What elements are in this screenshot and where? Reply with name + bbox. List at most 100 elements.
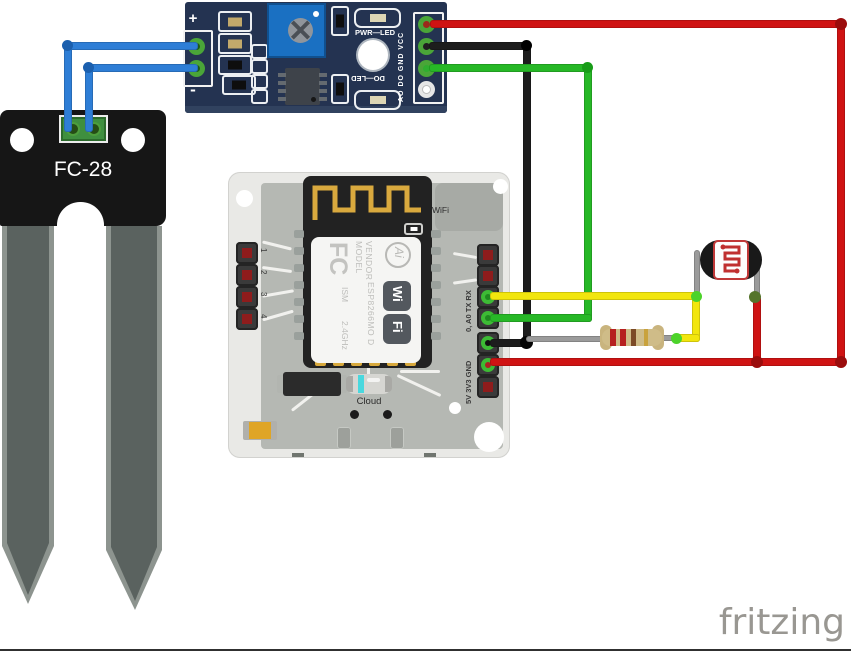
probe-label: FC-28 [53, 158, 113, 181]
ldr-lead-right[interactable] [754, 250, 760, 298]
do-led [354, 90, 401, 110]
wire-junction [671, 333, 682, 344]
wire-blue-minus-v[interactable] [85, 64, 93, 132]
pwr-led-label: PWR—LED [355, 28, 395, 37]
esp-pin-1[interactable] [236, 242, 258, 264]
wire-green-top[interactable] [429, 64, 592, 72]
do-led-label: DO—LED [351, 74, 385, 83]
fritzing-watermark: fritzing [718, 602, 845, 643]
pin-label-1: 1 [259, 248, 268, 253]
esp8266-dev-board[interactable]: FC MODEL VENDOR ISM 2.4GHz ESP8266MO D A… [228, 172, 510, 458]
pin-label-2: 2 [259, 270, 268, 275]
cloud-label: Cloud [356, 396, 382, 407]
smd-pad [251, 89, 268, 104]
antenna-trace-icon [312, 185, 421, 220]
via-dot [350, 410, 359, 419]
smd-pad [251, 44, 268, 59]
esp-pin-2[interactable] [236, 264, 258, 286]
wire-bend [62, 40, 73, 51]
wire-red-right[interactable] [837, 20, 845, 366]
smd-component [331, 74, 349, 104]
minus-label: - [190, 80, 196, 99]
wire-bend [521, 40, 532, 51]
smd-pad [251, 74, 268, 89]
wire-bend [835, 356, 847, 368]
pwr-led [354, 8, 401, 28]
fc28-probe-head[interactable]: FC-28 [0, 110, 166, 228]
resistor-lead-left[interactable] [526, 336, 604, 342]
glass-diode[interactable] [346, 374, 392, 394]
band-red [620, 329, 626, 346]
wire-blue-plus-h[interactable] [64, 42, 198, 50]
smd-component [222, 75, 256, 95]
band-brown [631, 329, 636, 346]
esp-pin-4[interactable] [236, 308, 258, 330]
sensor-comparator-board[interactable]: + - PWR—LED DO—LED AO DO GND VCC [183, 2, 447, 113]
wire-junction [691, 291, 702, 302]
via-dot [449, 402, 461, 414]
chip-name-label: ESP8266MO D [366, 282, 376, 346]
wifi-logo-wi: Wi [383, 281, 411, 311]
ao-pin[interactable] [418, 81, 435, 98]
output-pin-labels: AO DO GND VCC [398, 31, 405, 102]
model-label: MODEL [354, 241, 364, 274]
pcb-dark-patch [435, 183, 503, 231]
wire-red-ldr[interactable] [753, 296, 761, 362]
esp-pin-5v[interactable] [477, 376, 499, 398]
esp-pin-3[interactable] [236, 286, 258, 308]
wire-black-bottom[interactable] [490, 339, 532, 347]
edge-pad [337, 427, 351, 449]
band-red [610, 329, 616, 346]
mount-hole [474, 422, 504, 452]
module-label: FC MODEL VENDOR ISM 2.4GHz ESP8266MO D A… [311, 237, 421, 363]
esp-pin-rx[interactable] [477, 244, 499, 266]
ic-pin1-dot [311, 97, 316, 102]
freq-label: 2.4GHz [340, 321, 350, 350]
wire-junction [751, 356, 763, 368]
wire-green-v[interactable] [584, 64, 592, 322]
smd-component [404, 223, 423, 235]
smd-resistor [218, 11, 252, 32]
pot-screw[interactable] [288, 18, 313, 43]
wire-red-bottom[interactable] [490, 358, 845, 366]
wire-junction [749, 291, 761, 303]
smd-component [218, 55, 252, 75]
ai-logo: Ai [385, 242, 411, 268]
wire-red-top[interactable] [430, 20, 845, 28]
wire-blue-minus-h[interactable] [85, 64, 198, 72]
ldr-lead-left[interactable] [694, 250, 700, 294]
ldr-photoresistor[interactable] [700, 236, 762, 282]
wire-yellow-v[interactable] [692, 292, 700, 342]
edge-pad [390, 427, 404, 449]
ism-label: ISM [340, 287, 350, 303]
wire-black-top[interactable] [429, 42, 530, 50]
probe-prong-left[interactable] [0, 226, 60, 608]
potentiometer[interactable] [267, 3, 326, 58]
wire-black-v[interactable] [523, 42, 531, 347]
esp8266-module[interactable]: FC MODEL VENDOR ISM 2.4GHz ESP8266MO D A… [294, 176, 441, 368]
resistor-lead-right[interactable] [660, 335, 676, 341]
wire-bend [582, 62, 593, 73]
wifi-silk-label: WiFi [432, 205, 449, 215]
pin-label-3: 3 [259, 292, 268, 297]
wire-yellow-top[interactable] [490, 292, 700, 300]
smd-component [331, 6, 349, 36]
output-pin-box [413, 12, 444, 104]
mount-hole [236, 190, 253, 207]
wire-green-bottom[interactable] [490, 314, 592, 322]
smd-chip[interactable] [283, 372, 341, 396]
wire-yellow-low[interactable] [672, 334, 700, 342]
mount-hole [121, 128, 145, 152]
canvas-bottom-edge [0, 649, 851, 651]
prong-notch [57, 202, 104, 228]
pin-label-4: 4 [259, 314, 268, 319]
wire-blue-plus-v[interactable] [64, 42, 72, 132]
mount-hole [493, 179, 508, 194]
ldr-squiggle-icon [720, 244, 741, 274]
probe-prong-right[interactable] [104, 226, 166, 612]
esp-pin-tx[interactable] [477, 265, 499, 287]
via-dot [383, 410, 392, 419]
resistor[interactable] [598, 323, 666, 352]
smd-resistor [218, 33, 252, 54]
